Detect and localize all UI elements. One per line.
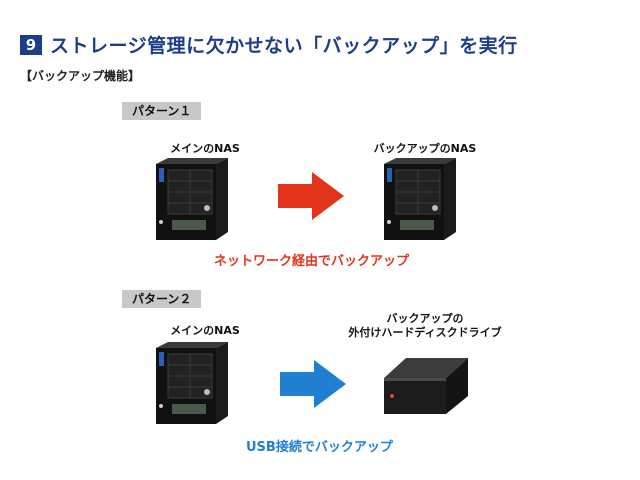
pattern-2-target-caption-line1: バックアップの [386,312,464,325]
nas-device-icon [384,158,456,240]
nas-device-icon [156,342,228,424]
right-arrow-icon [280,360,346,408]
pattern-2-method-label: USB接続でバックアップ [246,440,393,455]
pattern-1-tag: パターン１ [122,102,202,120]
pattern-1-source-caption: メインのNAS [170,142,240,155]
pattern-2-source-caption: メインのNAS [170,324,240,337]
pattern-2-tag: パターン２ [122,290,202,308]
pattern-1-method-label: ネットワーク経由でバックアップ [214,254,410,269]
pattern-2-target-caption-line2: 外付けハードディスクドライブ [348,326,502,339]
right-arrow-icon [278,172,344,220]
page-title: ストレージ管理に欠かせない「バックアップ」を実行 [50,35,518,57]
nas-device-icon [156,158,228,240]
pattern-1-target-caption: バックアップのNAS [373,142,477,155]
external-hdd-icon [384,358,468,414]
section-label: 【バックアップ機能】 [20,69,141,83]
step-number-badge: 9 [20,35,42,55]
